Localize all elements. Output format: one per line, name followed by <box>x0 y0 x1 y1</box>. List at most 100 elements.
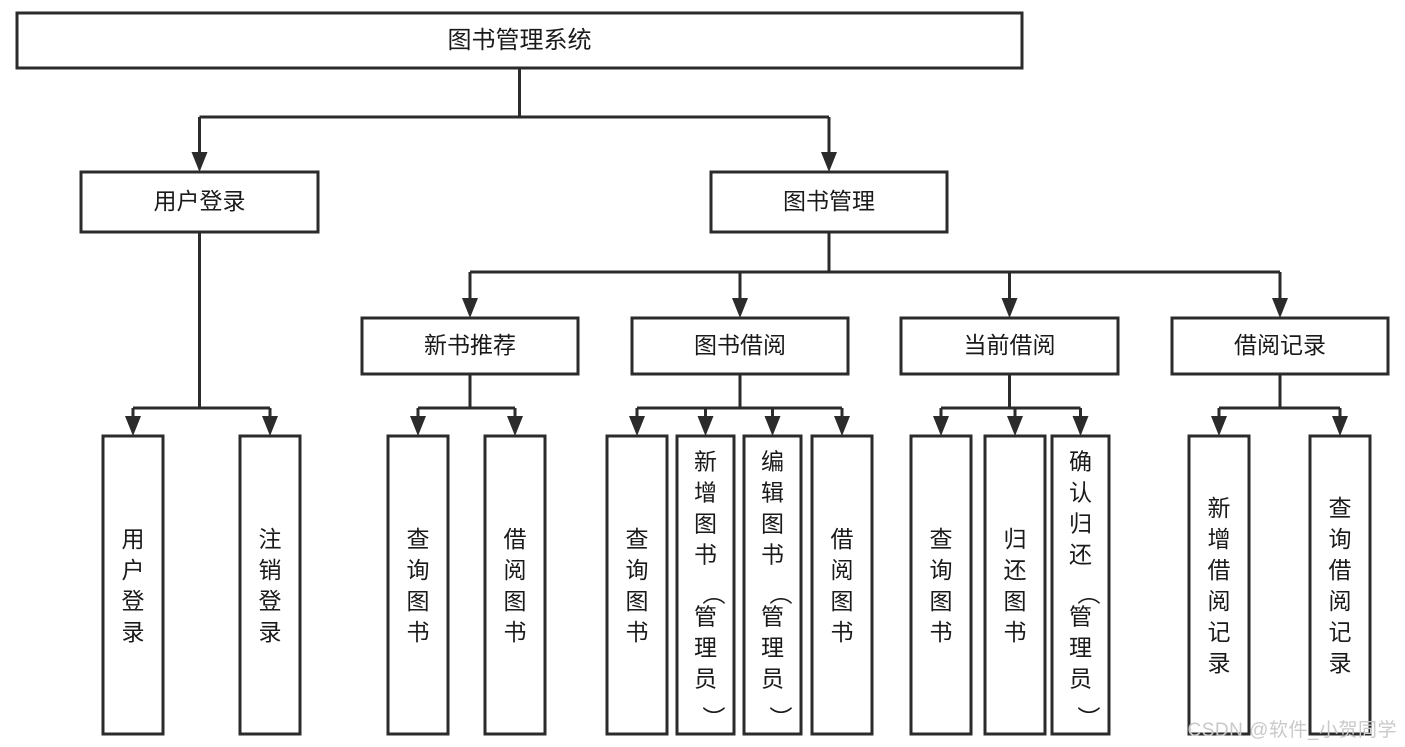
node-label-char: 借 <box>1208 557 1231 583</box>
node-label-char: 书 <box>831 619 854 645</box>
node-label-char: 阅 <box>831 557 854 583</box>
node-box[interactable] <box>15 11 1024 70</box>
node-box[interactable] <box>101 434 165 736</box>
node-box[interactable] <box>79 170 320 234</box>
node-label-char: ） <box>701 706 727 729</box>
node-label-char: 户 <box>122 557 145 583</box>
arrow-head <box>262 416 278 436</box>
node-label-char: 书 <box>761 542 784 568</box>
node-label-char: 询 <box>626 557 649 583</box>
watermark-text: CSDN @软件_小贺同学 <box>1187 720 1397 741</box>
node-label-char: 借 <box>1329 557 1352 583</box>
node-box[interactable] <box>1187 434 1251 736</box>
node-current-borrow[interactable]: 当前借阅 <box>899 316 1120 376</box>
node-label: 用户登录 <box>154 188 246 214</box>
node-box[interactable] <box>360 316 580 376</box>
node-label-char: 图 <box>761 511 784 537</box>
node-label-char: 录 <box>259 619 282 645</box>
node-label-char: 录 <box>1329 650 1352 676</box>
node-label-char: 理 <box>694 635 717 661</box>
node-label-char: 编 <box>761 449 784 475</box>
node-label-char: 录 <box>122 619 145 645</box>
node-box[interactable] <box>709 170 949 234</box>
node-label-char: 注 <box>259 526 282 552</box>
node-label-char: 员 <box>1069 666 1092 692</box>
node-box[interactable] <box>983 434 1047 736</box>
arrow-head <box>462 298 478 318</box>
node-label-char: ） <box>1076 706 1102 729</box>
arrow-head <box>1332 416 1348 436</box>
node-label-char: 书 <box>1004 619 1027 645</box>
node-label-char: 理 <box>1069 635 1092 661</box>
node-label-char: 增 <box>1208 526 1231 552</box>
node-box[interactable] <box>899 316 1120 376</box>
connector-layer <box>125 68 1348 436</box>
node-book-borrow[interactable]: 图书借阅 <box>630 316 850 376</box>
node-label-char: 书 <box>626 619 649 645</box>
node-label-char: 登 <box>122 588 145 614</box>
node-label-char: 员 <box>761 666 784 692</box>
node-label-char: 辑 <box>761 480 784 506</box>
node-box[interactable] <box>810 434 874 736</box>
node-layer: 图书管理系统用户登录图书管理新书推荐图书借阅当前借阅借阅记录用户登录注销登录查询… <box>15 11 1390 736</box>
node-label-char: 归 <box>1004 526 1027 552</box>
node-label-char: 新 <box>1208 495 1231 521</box>
node-label-char: 借 <box>831 526 854 552</box>
node-box[interactable] <box>605 434 669 736</box>
node-label-char: 图 <box>930 588 953 614</box>
node-borrow-record[interactable]: 借阅记录 <box>1170 316 1390 376</box>
node-label-char: 图 <box>626 588 649 614</box>
node-label-char: 图 <box>1004 588 1027 614</box>
node-box[interactable] <box>1170 316 1390 376</box>
node-box[interactable] <box>386 434 450 736</box>
node-box[interactable] <box>909 434 973 736</box>
node-label-char: （ <box>701 582 727 605</box>
node-box[interactable] <box>1050 434 1111 736</box>
node-label-char: 阅 <box>1329 588 1352 614</box>
node-label-char: 还 <box>1069 542 1092 568</box>
node-label-char: 管 <box>1069 604 1092 630</box>
arrow-head <box>834 416 850 436</box>
node-new-book-recommend[interactable]: 新书推荐 <box>360 316 580 376</box>
arrow-head <box>1272 298 1288 318</box>
node-label: 图书管理 <box>783 188 875 214</box>
node-box[interactable] <box>238 434 302 736</box>
node-label-char: 借 <box>504 526 527 552</box>
node-label-char: 询 <box>930 557 953 583</box>
node-box[interactable] <box>1308 434 1372 736</box>
node-box[interactable] <box>742 434 803 736</box>
node-book-management[interactable]: 图书管理 <box>709 170 949 234</box>
node-leaf-user-login[interactable]: 用户登录 <box>101 434 165 736</box>
arrow-head <box>697 416 714 436</box>
arrow-head <box>821 152 837 172</box>
node-box[interactable] <box>483 434 547 736</box>
node-label-char: 图 <box>407 588 430 614</box>
node-label-char: 记 <box>1208 619 1231 645</box>
node-user-login[interactable]: 用户登录 <box>79 170 320 234</box>
node-label-char: 理 <box>761 635 784 661</box>
node-box[interactable] <box>675 434 736 736</box>
arrow-head <box>410 416 426 436</box>
arrow-head <box>629 416 645 436</box>
arrow-head <box>933 416 949 436</box>
node-label-char: 询 <box>407 557 430 583</box>
node-label-char: 新 <box>694 449 717 475</box>
node-box[interactable] <box>630 316 850 376</box>
node-label-char: 认 <box>1069 480 1092 506</box>
node-label: 图书借阅 <box>694 332 786 358</box>
node-root[interactable]: 图书管理系统 <box>15 11 1024 70</box>
